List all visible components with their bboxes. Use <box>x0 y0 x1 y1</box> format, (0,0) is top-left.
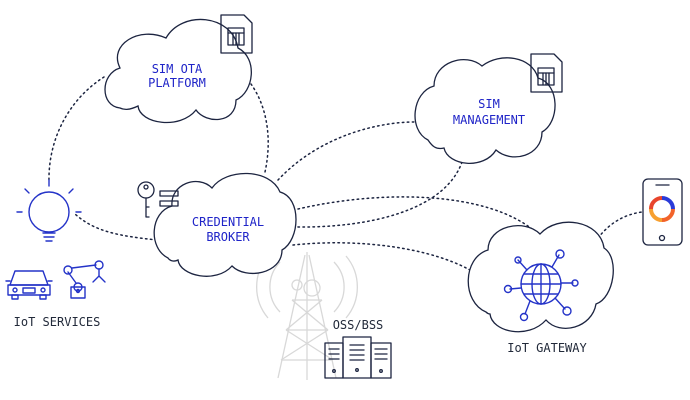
app-logo-icon <box>649 196 675 222</box>
link-broker-gateway-upper <box>297 196 539 235</box>
server-icon <box>324 336 392 379</box>
oss-bss-group: OSS/BSS <box>324 318 392 379</box>
cell-tower-icon <box>255 252 359 380</box>
robot-arm-icon <box>63 260 106 299</box>
node-title-line2: PLATFORM <box>148 76 206 90</box>
link-simmgmt-gateway <box>295 161 463 228</box>
iot-services-group: IoT SERVICES <box>5 179 106 329</box>
node-title-line2: BROKER <box>206 230 250 244</box>
node-iot-gateway <box>467 221 614 333</box>
node-credential-broker: CREDENTIAL BROKER <box>137 172 297 277</box>
iot-services-label: IoT SERVICES <box>14 315 101 329</box>
link-simota-broker <box>247 79 269 173</box>
link-simota-iotservices <box>48 76 105 183</box>
cloud-shape <box>153 172 297 277</box>
link-gateway-phone <box>597 211 643 239</box>
node-title-line1: SIM OTA <box>152 62 203 76</box>
car-icon <box>5 270 53 300</box>
globe-network-icon <box>503 249 579 322</box>
node-sim-management: SIM MANAGEMENT <box>414 53 563 164</box>
cloud-shape <box>414 57 556 164</box>
link-broker-gateway-lower <box>292 242 471 271</box>
cloud-shape <box>104 18 252 124</box>
link-broker-iotservices <box>74 213 158 241</box>
smartphone-icon <box>642 178 683 246</box>
link-broker-simmgmt <box>277 121 415 181</box>
connection-lines <box>48 76 643 271</box>
sim-card-icon <box>530 53 563 93</box>
node-title-line2: MANAGEMENT <box>453 113 525 127</box>
node-title-line1: SIM <box>478 97 500 111</box>
lightbulb-icon <box>16 179 82 242</box>
sim-card-icon <box>220 14 253 54</box>
key-icon <box>137 181 179 218</box>
oss-bss-label: OSS/BSS <box>333 318 384 332</box>
node-title-line1: CREDENTIAL <box>192 215 264 229</box>
node-sim-ota-platform: SIM OTA PLATFORM <box>104 14 253 124</box>
iot-gateway-label: IoT GATEWAY <box>507 341 587 355</box>
